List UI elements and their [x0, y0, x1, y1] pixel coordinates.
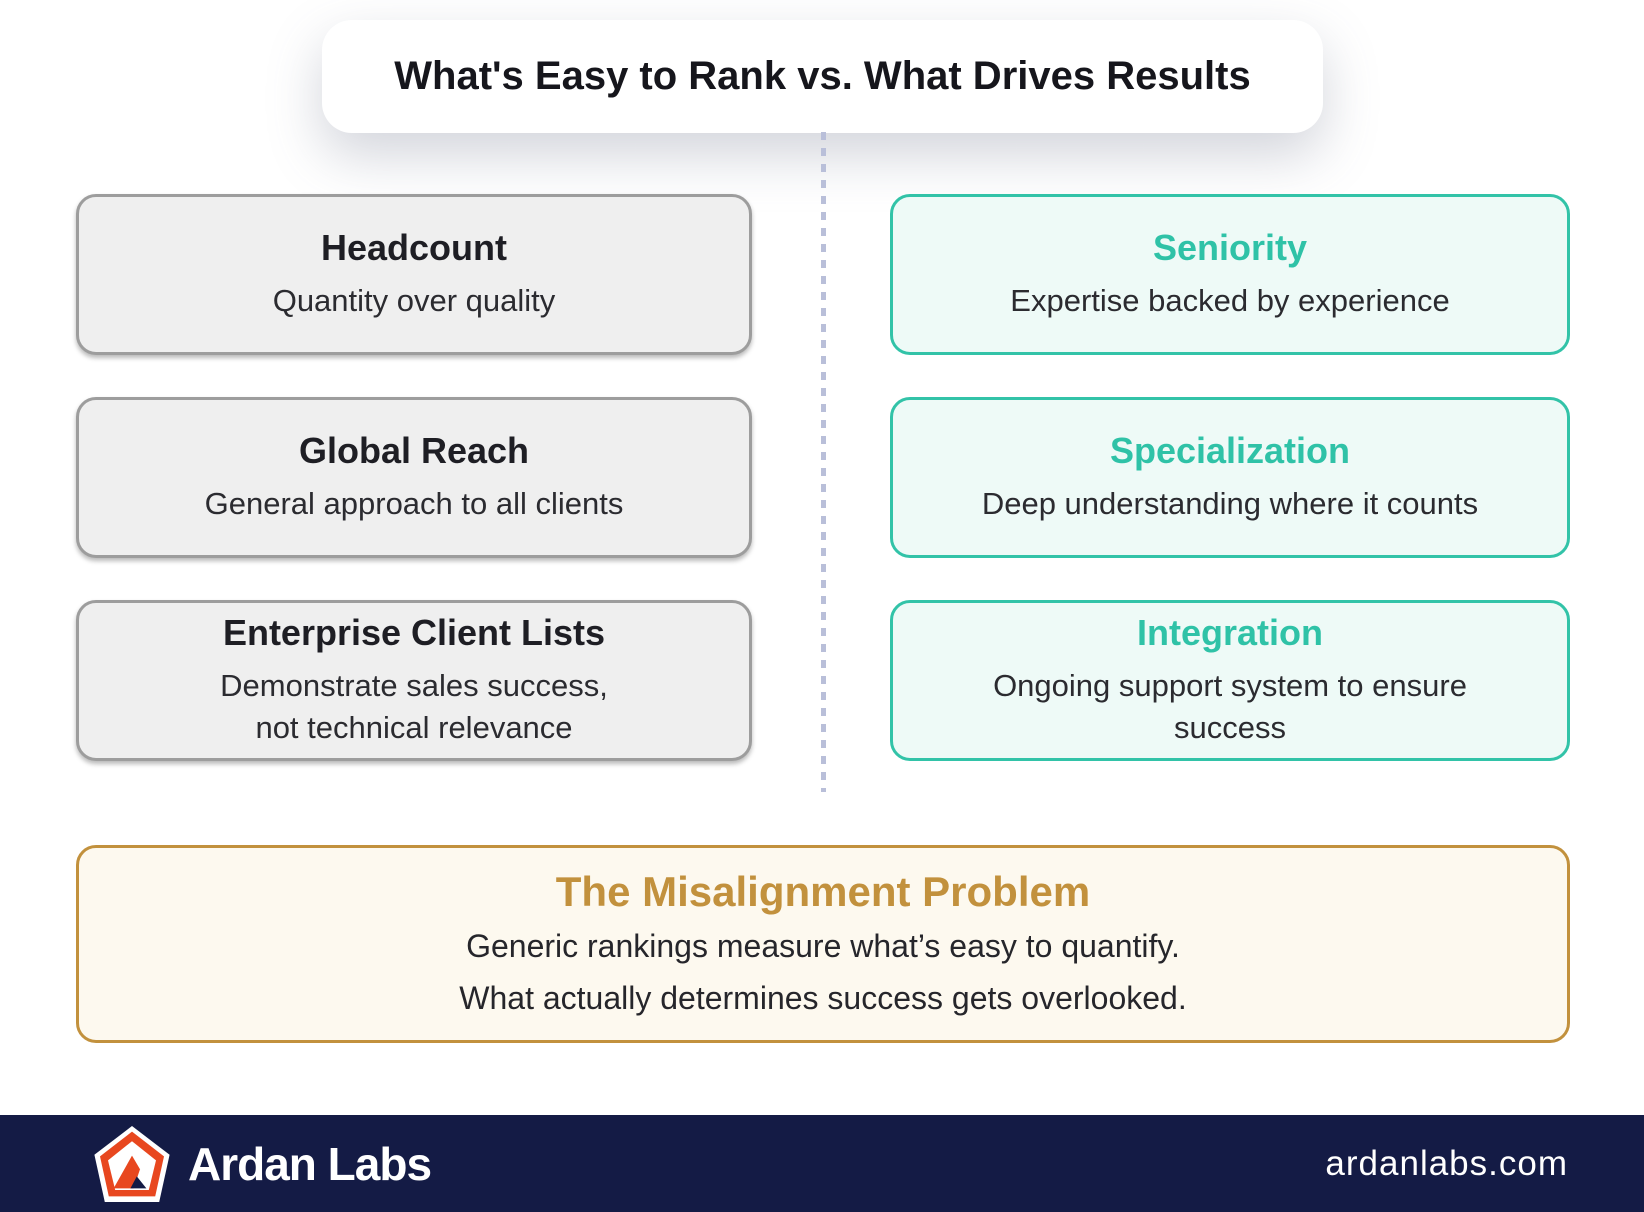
card-heading: Headcount: [320, 226, 507, 268]
misalignment-problem-box: The Misalignment Problem Generic ranking…: [76, 845, 1570, 1043]
card-body: Expertise backed by experience: [1010, 283, 1450, 319]
card-heading: Seniority: [1152, 226, 1308, 268]
misalignment-line-1: Generic rankings measure what’s easy to …: [466, 928, 1180, 965]
brand-group: Ardan Labs: [92, 1125, 432, 1202]
card-integration: Integration Ongoing support system to en…: [890, 600, 1570, 761]
card-body: Demonstrate sales success, not technical…: [220, 668, 608, 746]
page-title: What's Easy to Rank vs. What Drives Resu…: [394, 54, 1251, 98]
title-card: What's Easy to Rank vs. What Drives Resu…: [322, 20, 1323, 133]
card-enterprise-client-lists: Enterprise Client Lists Demonstrate sale…: [76, 600, 752, 761]
dashed-divider: [821, 132, 826, 792]
card-heading: Enterprise Client Lists: [222, 611, 606, 653]
ardan-labs-logo-icon: [94, 1125, 170, 1202]
card-headcount: Headcount Quantity over quality: [76, 194, 752, 355]
card-body: Ongoing support system to ensure success: [993, 668, 1467, 746]
card-body: Quantity over quality: [272, 283, 556, 319]
card-body: General approach to all clients: [204, 486, 624, 522]
card-global-reach: Global Reach General approach to all cli…: [76, 397, 752, 558]
brand-name: Ardan Labs: [188, 1137, 432, 1190]
card-heading: Specialization: [1109, 429, 1351, 471]
card-body: Deep understanding where it counts: [981, 486, 1479, 522]
card-specialization: Specialization Deep understanding where …: [890, 397, 1570, 558]
card-heading: Integration: [1137, 611, 1323, 653]
footer-bar: Ardan Labs ardanlabs.com: [0, 1115, 1644, 1212]
website-url: ardanlabs.com: [1325, 1143, 1568, 1183]
card-seniority: Seniority Expertise backed by experience: [890, 194, 1570, 355]
card-heading: Global Reach: [298, 429, 530, 471]
misalignment-line-2: What actually determines success gets ov…: [459, 980, 1187, 1016]
misalignment-heading: The Misalignment Problem: [555, 868, 1091, 916]
